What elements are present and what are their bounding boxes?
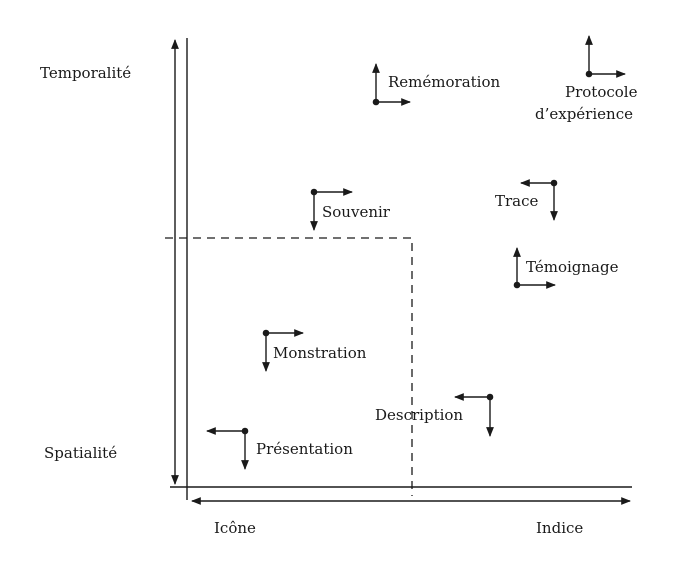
presentation-label: Présentation <box>256 440 353 458</box>
temporality-label: Temporalité <box>40 64 131 82</box>
protocole-glyph <box>585 35 626 78</box>
description-label: Description <box>375 406 463 424</box>
souvenir-label: Souvenir <box>322 203 391 221</box>
temoignage-label: Témoignage <box>526 258 619 276</box>
rememoration-label: Remémoration <box>388 73 500 91</box>
protocole-label-line1: Protocole <box>565 83 638 101</box>
monstration-label: Monstration <box>273 344 367 362</box>
trace-label: Trace <box>495 192 539 210</box>
monstration-glyph <box>262 329 304 372</box>
temoignage-glyph <box>513 247 556 289</box>
rememoration-glyph <box>372 63 411 106</box>
trace-glyph <box>520 179 558 221</box>
index-label: Indice <box>536 519 583 537</box>
souvenir-glyph <box>310 188 353 231</box>
description-glyph <box>454 393 494 437</box>
spatiality-label: Spatialité <box>44 444 117 462</box>
protocole-label-line2: d’expérience <box>535 105 633 123</box>
axes <box>170 38 632 505</box>
presentation-glyph <box>206 427 249 470</box>
icon-label: Icône <box>214 519 256 537</box>
